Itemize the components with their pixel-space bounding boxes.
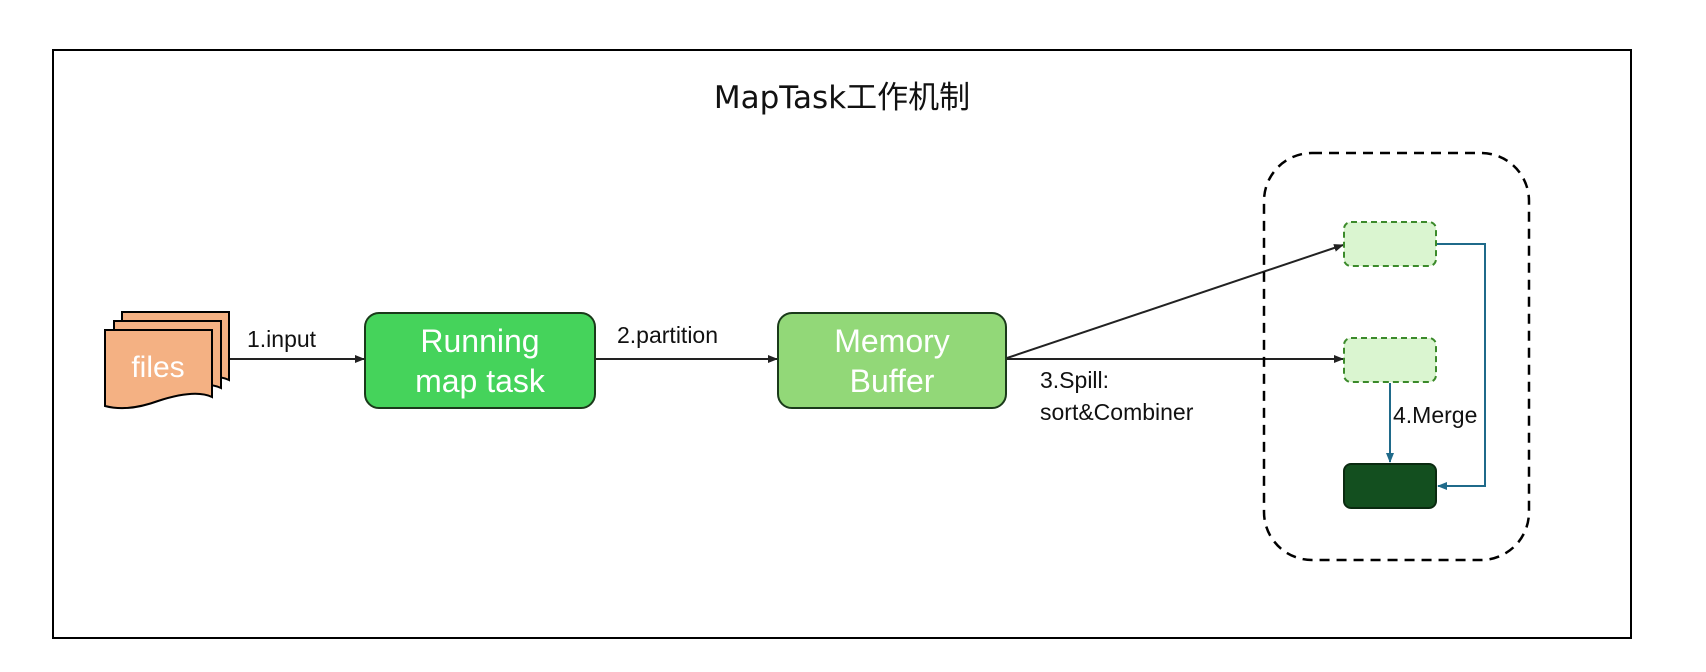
spill-file-upper [1343,221,1437,267]
memory-buffer-line2: Buffer [850,363,935,399]
files-label: files [131,351,184,384]
partition-label: 2.partition [617,322,718,348]
spill-arrow-upper [1006,244,1344,359]
files-page-front [104,329,213,410]
running-map-task-line2: map task [415,363,546,399]
memory-buffer-node: Memory Buffer [777,312,1007,409]
merge-label: 4.Merge [1393,402,1477,428]
memory-buffer-line1: Memory [834,323,950,359]
outer-frame [52,49,1632,639]
memory-buffer-box [777,312,1007,409]
running-map-task-box [364,312,596,409]
merged-file [1343,463,1437,509]
running-map-task-line1: Running [420,323,539,359]
diagram-title: MapTask工作机制 [714,80,970,116]
spill-container [1262,151,1531,562]
merge-arrow-upper [1437,243,1486,490]
spill-label-line2: sort&Combiner [1040,399,1194,425]
running-map-task-node: Running map task [364,312,596,409]
files-node: files [104,311,230,410]
input-label: 1.input [247,326,317,352]
spill-file-lower [1343,337,1437,383]
spill-label-line1: 3.Spill: [1040,367,1109,393]
